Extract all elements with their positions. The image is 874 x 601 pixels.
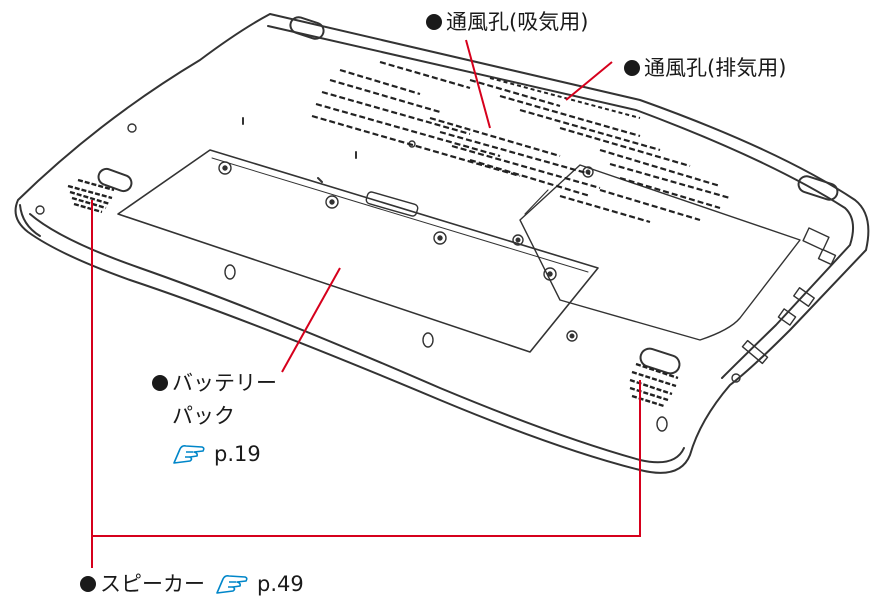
battery-panel xyxy=(117,149,599,353)
rubber-foot xyxy=(289,16,325,40)
vent-intake-text: 通風孔(吸気用) xyxy=(446,10,589,34)
battery-line2-text: パック xyxy=(172,404,235,428)
speaker-grille-right xyxy=(629,362,679,408)
memory-cover xyxy=(519,164,801,341)
rubber-foot xyxy=(639,347,681,375)
rubber-foot xyxy=(797,175,839,201)
chassis-inner-edge xyxy=(267,25,855,379)
pointing-hand-reference-icon xyxy=(173,445,205,464)
bullet-icon xyxy=(80,576,96,592)
battery-line1-text: バッテリー xyxy=(172,371,277,395)
speaker-ref-page[interactable]: p.49 xyxy=(257,572,304,596)
leader-battery xyxy=(281,267,341,373)
label-battery: バッテリー xyxy=(152,369,277,397)
speaker-grille-left xyxy=(67,178,115,214)
exhaust-vent-pattern xyxy=(489,77,641,119)
bullet-icon xyxy=(426,14,442,30)
battery-reference[interactable]: p.19 xyxy=(172,440,261,468)
label-battery-line2: パック xyxy=(172,402,235,430)
intake-vent-pattern xyxy=(311,60,731,224)
leader-intake xyxy=(465,39,491,129)
bullet-icon xyxy=(624,60,640,76)
leader-lines xyxy=(91,39,641,568)
label-vent-intake: 通風孔(吸気用) xyxy=(426,8,588,36)
speaker-text: スピーカー xyxy=(100,572,205,596)
label-speaker: スピーカー p.49 xyxy=(80,570,304,598)
pointing-hand-reference-icon xyxy=(216,575,248,594)
leader-speaker xyxy=(91,200,641,537)
chassis-outline xyxy=(14,13,870,474)
vent-exhaust-text: 通風孔(排気用) xyxy=(644,56,787,80)
bullet-icon xyxy=(152,375,168,391)
battery-ref-page: p.19 xyxy=(214,442,261,466)
label-vent-exhaust: 通風孔(排気用) xyxy=(624,54,786,82)
rubber-foot xyxy=(97,167,133,193)
leader-exhaust xyxy=(565,61,613,101)
